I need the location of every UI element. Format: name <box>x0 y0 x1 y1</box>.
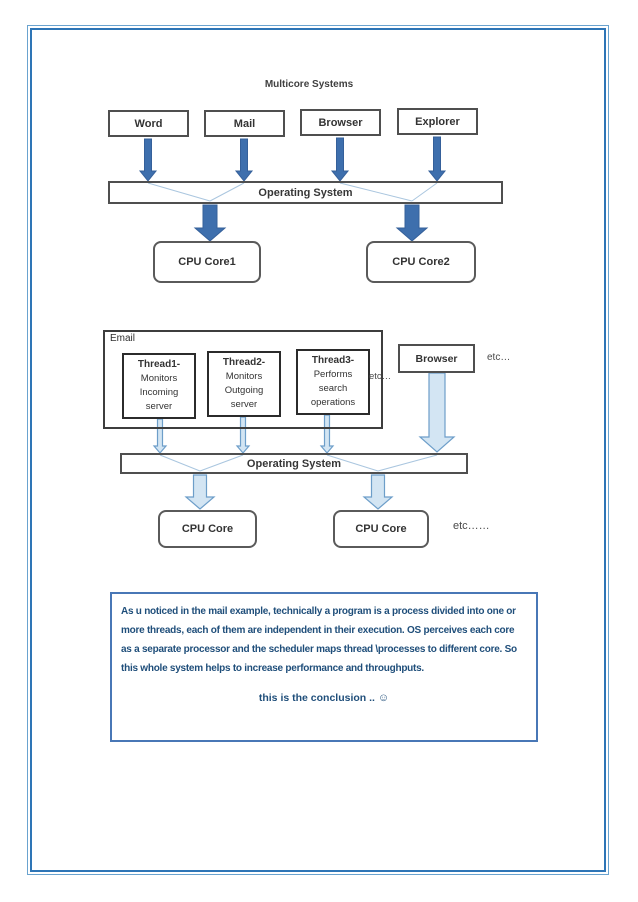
conclusion-textbox: As u noticed in the mail example, techni… <box>110 592 538 742</box>
thread2-box: Thread2- Monitors Outgoing server <box>207 351 281 417</box>
email-etc-label: etc… <box>369 371 392 382</box>
smiley-icon: ☺ <box>377 692 390 704</box>
app-box-word: Word <box>108 110 189 137</box>
thread2-line1: Monitors <box>225 371 263 382</box>
cpu-core2-box: CPU Core2 <box>366 241 476 283</box>
thread2-line2: Outgoing <box>224 385 264 396</box>
conclusion-closing-text: this is the conclusion .. <box>258 692 375 704</box>
thread1-title: Thread1- <box>137 359 181 370</box>
app-box-explorer: Explorer <box>397 108 478 135</box>
browser-etc-label: etc… <box>487 352 511 363</box>
thread1-box: Thread1- Monitors Incoming server <box>122 353 196 419</box>
cpu-coreA-box: CPU Core <box>158 510 257 548</box>
thread3-box: Thread3- Performs search operations <box>296 349 370 415</box>
page-frame-outer <box>27 25 609 875</box>
email-label: Email <box>110 333 136 344</box>
os-bar-1: Operating System <box>108 181 503 204</box>
browser-process-box: Browser <box>398 344 475 373</box>
thread2-title: Thread2- <box>222 357 266 368</box>
app-box-mail: Mail <box>204 110 285 137</box>
diagram1-title: Multicore Systems <box>264 79 354 90</box>
email-process-box <box>103 330 383 429</box>
thread3-line2: search <box>318 383 348 394</box>
cpu-core1-box: CPU Core1 <box>153 241 261 283</box>
cores-etc-label: etc…… <box>453 520 490 532</box>
cpu-coreB-box: CPU Core <box>333 510 429 548</box>
app-box-browser: Browser <box>300 109 381 136</box>
thread3-line1: Performs <box>313 369 353 380</box>
os-bar-2: Operating System <box>120 453 468 474</box>
thread1-line2: Incoming <box>139 387 179 398</box>
conclusion-closing-line: this is the conclusion .. ☺ <box>121 692 527 704</box>
thread3-line3: operations <box>310 397 356 408</box>
thread1-line1: Monitors <box>140 373 178 384</box>
thread3-title: Thread3- <box>311 355 355 366</box>
thread2-line3: server <box>230 399 258 410</box>
conclusion-paragraph: As u noticed in the mail example, techni… <box>121 606 517 674</box>
thread1-line3: server <box>145 401 173 412</box>
page-frame-inner <box>30 28 606 872</box>
